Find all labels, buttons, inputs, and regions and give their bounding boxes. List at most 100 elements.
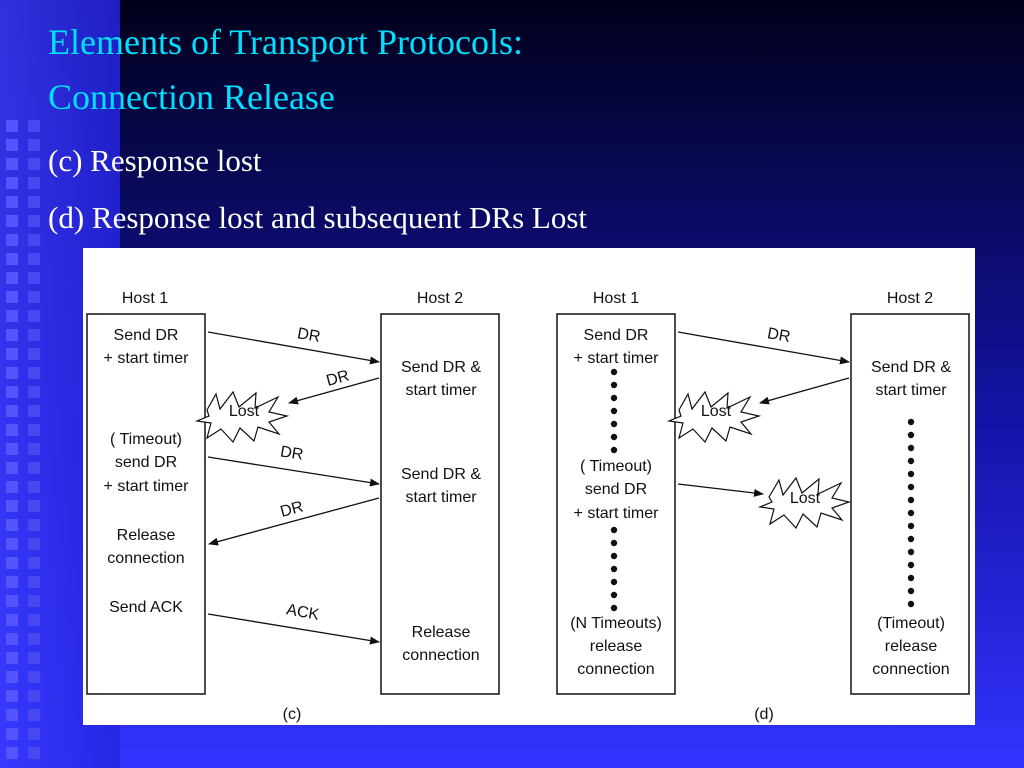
c-arrow-label: DR [278,498,305,520]
decorative-square [28,462,40,474]
decorative-square [6,348,18,360]
d-host2-text: Send DR & [871,359,951,376]
decorative-square [28,728,40,740]
d-host1-text: (N Timeouts) [570,615,662,632]
decorative-square [28,595,40,607]
timeout-dot [610,578,618,586]
d-host2-text: (Timeout) [877,615,945,632]
timeout-dot [907,535,915,543]
decorative-square [28,481,40,493]
decorative-square [6,633,18,645]
c-host1-text: + start timer [104,350,190,367]
d-lost-starburst-icon [757,476,852,530]
timeout-dot [907,431,915,439]
decorative-square [28,158,40,170]
timeout-dot [610,565,618,573]
timeout-dot [610,420,618,428]
decorative-square [28,519,40,531]
c-arrow-label: ACK [285,601,321,624]
timeout-dot [907,496,915,504]
decorative-square [28,386,40,398]
decorative-square [28,329,40,341]
timeout-dot [610,526,618,534]
c-host2-text: Send DR & [401,466,481,483]
timeout-dot [907,600,915,608]
decorative-square [6,120,18,132]
c-arrow-dr-4 [208,497,380,546]
d-host1-box [556,313,676,695]
decorative-square [28,500,40,512]
decorative-square [28,557,40,569]
decorative-square [28,253,40,265]
d-host1-text: connection [577,661,654,678]
decorative-square [28,671,40,683]
c-host2-text: start timer [405,489,477,506]
decorative-square [6,196,18,208]
decorative-square [6,291,18,303]
decorative-square [28,367,40,379]
connection-release-figure: Host 1 Host 2 Send DR + start timer ( Ti… [83,248,975,725]
decorative-square [6,443,18,455]
diagram-d: Host 1 Host 2 Send DR + start timer ( Ti… [556,290,970,723]
d-host1-text: Send DR [584,327,649,344]
c-host1-box [86,313,206,695]
decorative-square [6,462,18,474]
decorative-square [6,728,18,740]
c-host2-text: Release [412,624,471,641]
timeout-dot [610,604,618,612]
timeout-dot [907,470,915,478]
timeout-dot [610,368,618,376]
c-lost-starburst-icon [194,390,290,444]
bullet-response-lost: (c) Response lost [48,143,262,178]
c-host1-text: ( Timeout) [110,431,182,448]
decorative-square [6,158,18,170]
c-arrow-dr-1 [207,331,380,365]
timeout-dot [907,574,915,582]
decorative-square [28,291,40,303]
c-host1-text: + start timer [104,478,190,495]
decorative-square [6,538,18,550]
timeout-dot [610,591,618,599]
timeout-dots [610,368,915,612]
c-arrow-label: DR [296,325,322,346]
d-arrow-label: DR [766,325,792,346]
d-host1-text: + start timer [574,505,660,522]
c-host2-text: start timer [405,382,477,399]
decorative-square [6,177,18,189]
d-lost-label: Lost [790,490,821,507]
c-host1-text: connection [107,550,184,567]
decorative-square [6,576,18,588]
d-host2-text: connection [872,661,949,678]
decorative-square [6,329,18,341]
c-arrow-dr-2 [288,377,380,405]
timeout-dot [907,444,915,452]
d-host1-text: release [590,638,643,655]
decorative-square [28,177,40,189]
decorative-square [28,652,40,664]
c-arrow-label: DR [279,443,304,463]
decorative-square [28,614,40,626]
c-lost-label: Lost [229,403,260,420]
decorative-square [28,310,40,322]
decorative-square [6,709,18,721]
decorative-square [28,576,40,588]
decorative-square [6,557,18,569]
decorative-square [28,348,40,360]
decorative-square [6,386,18,398]
timeout-dot [907,587,915,595]
decorative-square [6,405,18,417]
decorative-square [6,671,18,683]
c-arrow-label: DR [324,367,351,389]
d-host1-label: Host 1 [593,290,639,307]
decorative-square [6,614,18,626]
c-arrow-dr-3 [207,456,380,487]
d-arrow-dr-lost-2 [677,483,764,497]
c-host1-label: Host 1 [122,290,168,307]
decorative-square [6,215,18,227]
c-host1-text: send DR [115,454,177,471]
timeout-dot [907,457,915,465]
c-host2-label: Host 2 [417,290,463,307]
decorative-square [6,139,18,151]
decorative-square [6,310,18,322]
decorative-square [6,367,18,379]
